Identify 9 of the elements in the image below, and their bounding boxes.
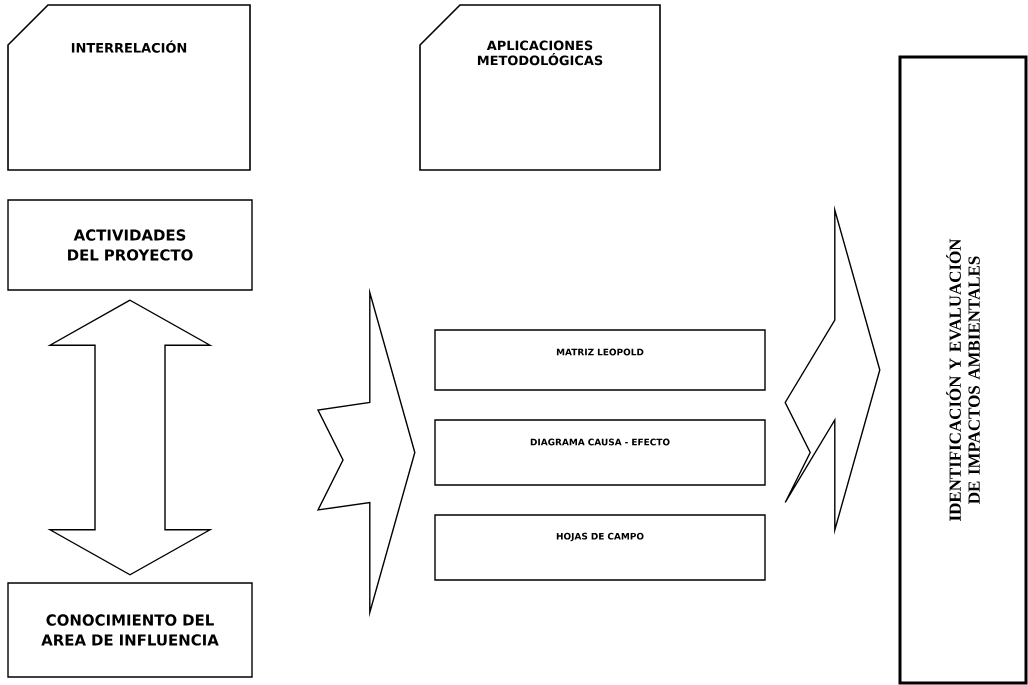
block-arrow — [47, 299, 213, 576]
result-box: IDENTIFICACIÓN Y EVALUACIÓN DE IMPACTOS AMBIENTALES — [898, 55, 1028, 685]
method-box: HOJAS DE CAMPO — [434, 514, 766, 581]
header-box: APLICACIONES METODOLÓGICAS — [419, 4, 661, 171]
activity-box: ACTIVIDADES DEL PROYECTO — [7, 199, 253, 291]
method-box: DIAGRAMA CAUSA - EFECTO — [434, 419, 766, 486]
activity-box: CONOCIMIENTO DEL AREA DE INFLUENCIA — [7, 582, 253, 678]
header-box: INTERRELACIÓN — [7, 4, 251, 171]
method-box: MATRIZ LEOPOLD — [434, 329, 766, 391]
